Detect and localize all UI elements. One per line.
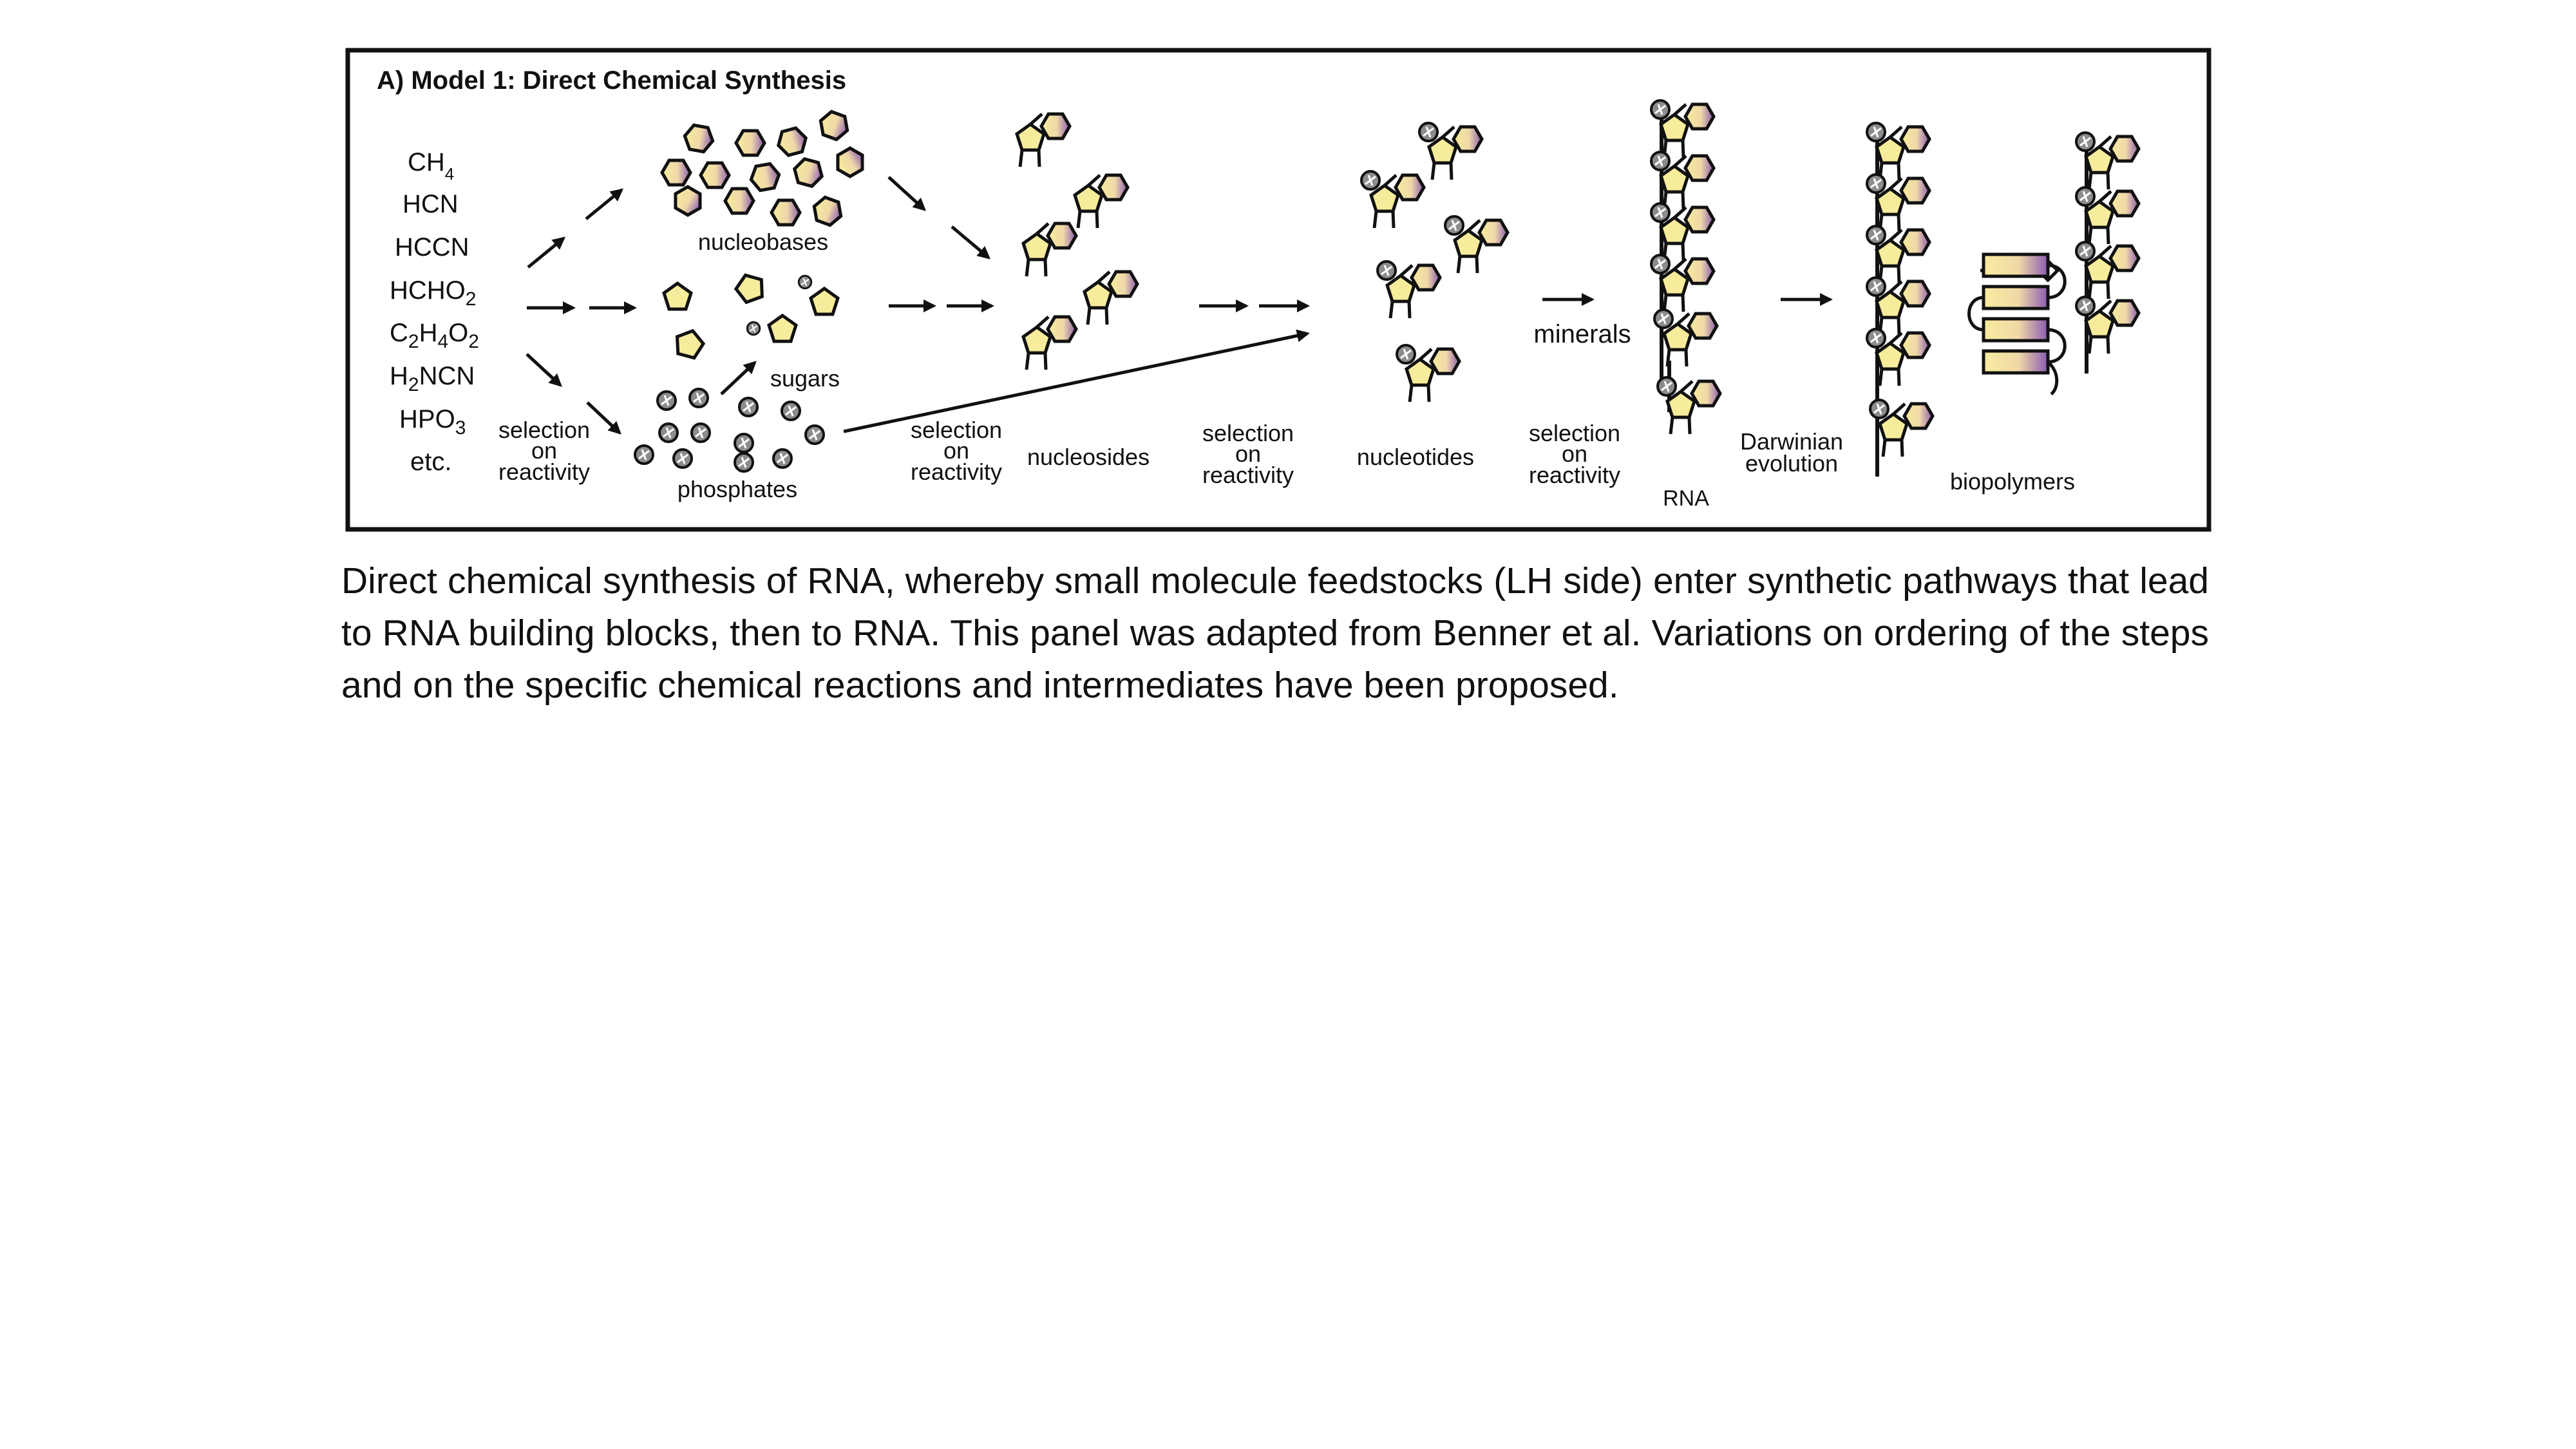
svg-text:C2H4O2: C2H4O2	[390, 319, 479, 352]
nucleobases-label: nucleobases	[698, 229, 828, 255]
svg-text:selection: selection	[1529, 420, 1620, 446]
nucleosides-label: nucleosides	[1027, 444, 1150, 470]
svg-text:on: on	[1235, 440, 1261, 467]
sugars-cluster	[664, 270, 838, 395]
svg-text:CH4: CH4	[408, 148, 454, 184]
selection-label-3: selection on reactivity	[1202, 420, 1294, 488]
biopolymer-sheet	[1967, 252, 2067, 396]
feedstock-list: CH4 HCN HCCN HCHO2 C2H4O2 H2NCN HPO3 etc…	[390, 148, 479, 476]
svg-text:HCCN: HCCN	[395, 233, 469, 261]
svg-text:reactivity: reactivity	[911, 459, 1002, 485]
minerals-label: minerals	[1533, 320, 1631, 348]
svg-text:HCN: HCN	[402, 190, 459, 218]
arrows-to-nucleosides	[887, 176, 994, 312]
svg-text:HCHO2: HCHO2	[390, 276, 476, 310]
svg-text:selection: selection	[1202, 420, 1294, 446]
svg-text:on: on	[531, 437, 557, 464]
arrows-feedstock-to-building-blocks	[526, 188, 637, 435]
selection-label-1: selection on reactivity	[498, 417, 590, 485]
svg-text:selection: selection	[911, 417, 1002, 443]
svg-text:reactivity: reactivity	[1202, 462, 1294, 488]
svg-text:selection: selection	[498, 417, 590, 443]
biopolymer-strand	[2076, 133, 2139, 374]
darwinian-evolution-label: Darwinian evolution	[1740, 428, 1843, 477]
phosphates-label: phosphates	[677, 476, 797, 502]
figure-caption: Direct chemical synthesis of RNA, whereb…	[341, 560, 2209, 706]
svg-text:reactivity: reactivity	[1529, 462, 1620, 488]
evolved-rna-strand	[1867, 123, 1933, 477]
svg-text:etc.: etc.	[410, 448, 451, 476]
selection-label-2: selection on reactivity	[911, 417, 1002, 485]
rna-label: RNA	[1663, 486, 1709, 511]
svg-text:H2NCN: H2NCN	[390, 362, 475, 395]
svg-text:evolution: evolution	[1745, 450, 1838, 477]
svg-text:reactivity: reactivity	[498, 459, 590, 485]
svg-text:on: on	[1562, 440, 1587, 467]
panel-frame	[345, 48, 2211, 532]
sugars-label: sugars	[770, 365, 840, 392]
rna-strand	[1651, 100, 1720, 434]
arrow-phosphates-to-nucleotides	[843, 329, 1310, 433]
nucleotides-label: nucleotides	[1357, 444, 1474, 470]
biopolymers-label: biopolymers	[1950, 468, 2075, 495]
selection-label-4: selection on reactivity	[1529, 420, 1620, 488]
svg-text:HPO3: HPO3	[399, 405, 466, 439]
panel-title: A) Model 1: Direct Chemical Synthesis	[377, 66, 846, 95]
svg-text:on: on	[943, 437, 969, 464]
svg-text:Darwinian: Darwinian	[1740, 428, 1843, 455]
